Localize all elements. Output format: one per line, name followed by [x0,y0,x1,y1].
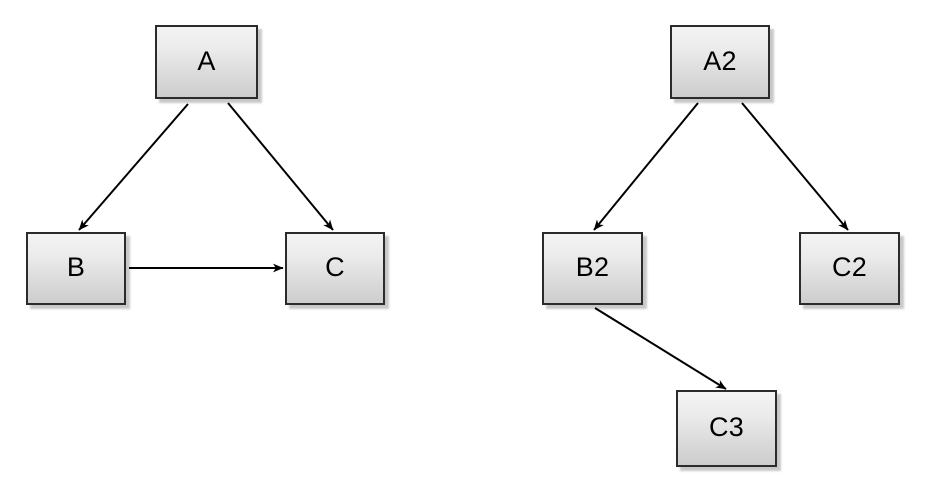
node-label: B [66,252,86,282]
edge-a2-to-c2[interactable] [741,102,849,231]
node-label: A2 [703,45,737,76]
node-c[interactable]: C [285,232,385,305]
node-a2[interactable]: A2 [670,25,770,99]
node-b2[interactable]: B2 [542,232,643,305]
edge-a2-to-b2[interactable] [593,102,699,231]
node-label: A [197,45,216,76]
edge-b2-to-c3[interactable] [594,307,727,390]
node-c2[interactable]: C2 [799,232,900,305]
node-a[interactable]: A [155,25,258,99]
node-label: C [325,252,345,282]
edge-a-to-c[interactable] [227,102,334,231]
node-b[interactable]: B [26,232,126,305]
node-label: B2 [575,252,610,282]
node-label: C2 [832,252,867,282]
node-label: C3 [709,412,744,442]
edges-group [78,102,849,390]
edge-a-to-b[interactable] [78,103,189,231]
node-c3[interactable]: C3 [676,390,777,467]
